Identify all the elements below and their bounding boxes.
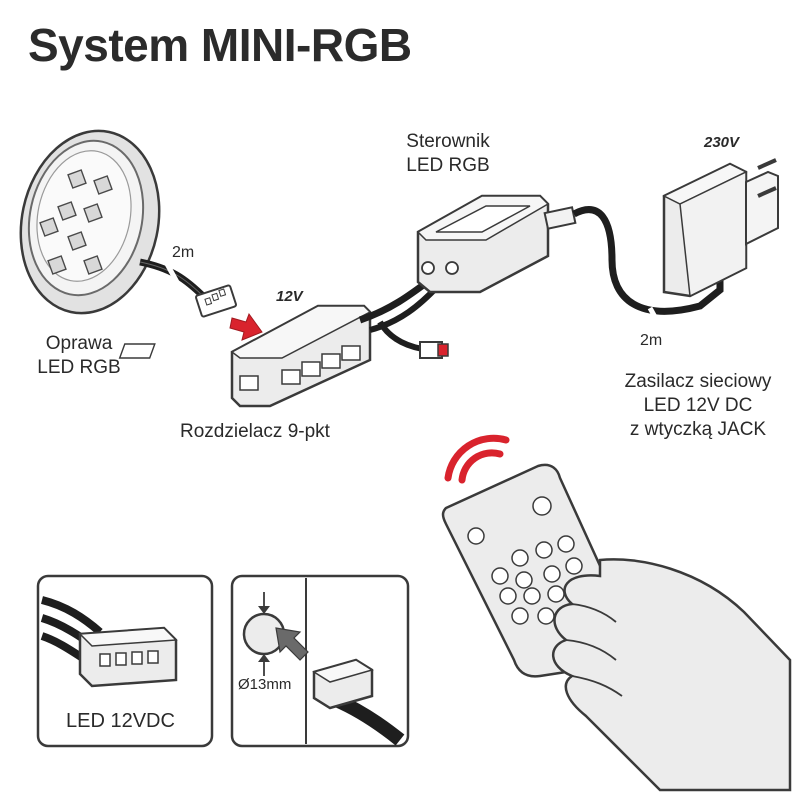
psu-label-line1: Zasilacz sieciowy (624, 371, 772, 392)
wireless-signal-icon (444, 434, 510, 484)
psu-label: Zasilacz sieciowy LED 12V DC z wtyczką J… (606, 370, 790, 442)
arrow-icon (275, 627, 309, 661)
diameter-label: Ø13mm (238, 676, 292, 693)
red-arrow-icon (229, 312, 263, 341)
page-title: System MINI-RGB (28, 19, 412, 71)
controller-label: Sterownik LED RGB (390, 130, 506, 178)
splitter-box (118, 304, 372, 408)
controller-label-line1: Sterownik (406, 131, 490, 152)
hand (551, 558, 792, 792)
led-diode-icons (39, 169, 113, 275)
jack-cable (543, 206, 724, 328)
fixture-label: Oprawa LED RGB (24, 332, 134, 380)
splitter-socket-icons (239, 345, 361, 391)
fixture-cable-length: 2m (172, 244, 195, 261)
fixture-cable (139, 258, 237, 318)
controller-box (416, 194, 550, 294)
fixture-label-line1: Oprawa (45, 333, 113, 354)
panel-mounting-detail (230, 574, 410, 748)
psu-label-line3: z wtyczką JACK (629, 419, 767, 440)
psu-cable-length: 2m (640, 332, 663, 349)
panel-connector-detail (36, 574, 214, 748)
psu-label-line2: LED 12V DC (643, 395, 753, 416)
led-fixture (19, 129, 161, 315)
panel-led-12vdc-label: LED 12VDC (66, 710, 175, 732)
fixture-label-line2: LED RGB (37, 357, 121, 378)
power-supply (662, 158, 779, 298)
remote-button-icons (491, 535, 589, 625)
voltage-230v-label: 230V (704, 134, 740, 151)
splitter-label: Rozdzielacz 9-pkt (180, 421, 330, 442)
controller-label-line2: LED RGB (406, 155, 490, 176)
voltage-12v-label: 12V (276, 288, 303, 305)
